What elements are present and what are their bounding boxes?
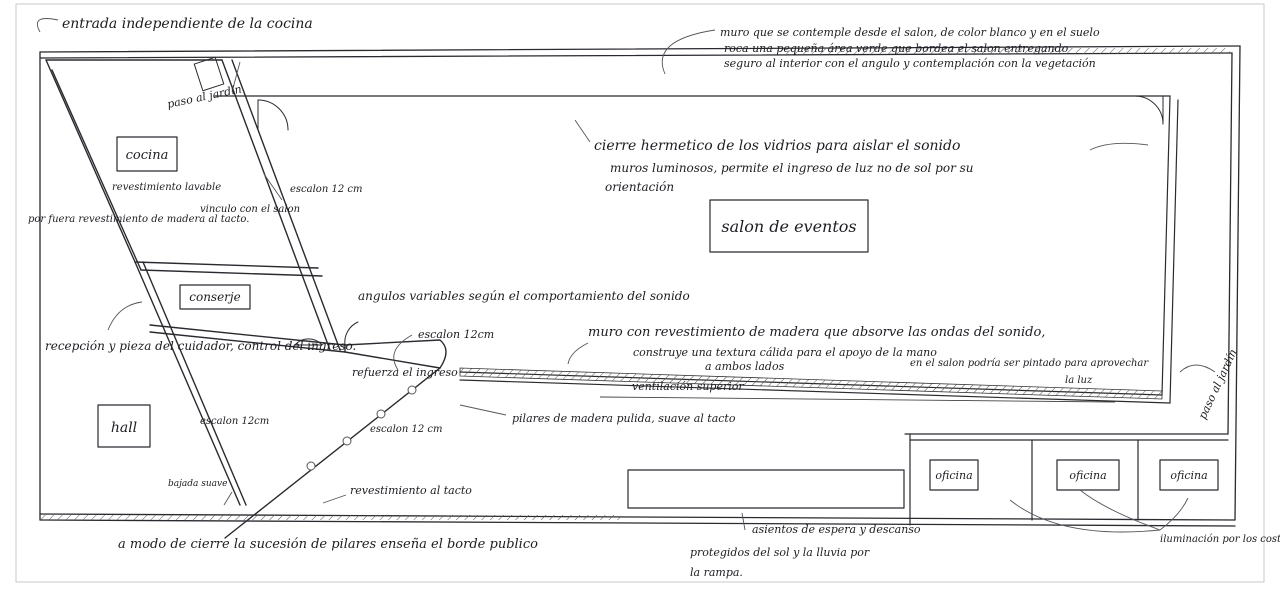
offices [627,433,1229,526]
label-escalon-12-b: escalon 12cm [418,328,494,341]
oficina-box-3 [1159,459,1219,491]
conserje-box [179,284,251,310]
bottom-wall-hatch [40,515,620,520]
kitchen-block [45,59,447,539]
label-escalon-12-c: escalon 12cm [200,416,269,427]
label-revest-tacto: revestimiento al tacto [350,484,472,497]
label-escalon-12-a: escalon 12 cm [290,184,362,195]
label-oficina-1: oficina [935,469,972,482]
label-refuerza: refuerza el ingreso [352,366,458,379]
top-wall-hatch [780,48,1230,54]
oficina-box-2 [1056,459,1120,491]
label-entrada: entrada independiente de la cocina [62,16,313,32]
label-muro-blanco-1: muro que se contemple desde el salon, de… [720,26,1100,39]
label-angulos: angulos variables según el comportamient… [358,289,690,303]
label-asientos-1: asientos de espera y descanso [752,523,921,536]
label-muro-madera-5: la luz [1065,375,1093,386]
label-escalon-12-d: escalon 12 cm [370,424,442,435]
salon-box [709,199,869,253]
label-recepcion: recepción y pieza del cuidador, control … [45,339,356,353]
label-iluminacion: iluminación por los costados [1160,534,1280,545]
oficina-box-1 [929,459,979,491]
label-muro-madera-1: muro con revestimiento de madera que abs… [588,325,1045,340]
label-paso-jardin-1: paso al jardín [166,82,243,110]
label-cocina: cocina [126,148,169,163]
label-oficina-3: oficina [1170,469,1207,482]
label-muro-blanco-3: seguro al interior con el angulo y conte… [724,57,1096,70]
outer-walls [39,45,1241,527]
pillars [306,385,417,471]
label-hall: hall [111,420,137,436]
annotations: entrada independiente de la cocina muro … [28,16,1280,579]
label-salon: salon de eventos [721,217,856,236]
label-paso-jardin-2: paso al jardín [1196,347,1240,421]
label-revestimiento-lavable: revestimiento lavable [112,182,221,193]
label-ventilacion: ventilación superior [632,380,744,393]
label-muro-madera-2: construye una textura cálida para el apo… [633,346,937,359]
sheet-border [15,3,1265,583]
label-bajada: bajada suave [168,479,227,489]
ventilation-line [599,396,1116,403]
wood-wall-hatch [459,367,1163,400]
label-muro-blanco-2: roca una pequeña área verde que bordea e… [724,42,1069,55]
label-modo-cierre: a modo de cierre la sucesión de pilares … [118,537,538,552]
label-por-fuera: por fuera revestimiento de madera al tac… [28,214,249,225]
label-cierre-3: orientación [605,180,674,194]
label-conserje: conserje [189,290,241,304]
annotation-arrows [36,18,1216,533]
hall-box [97,404,151,448]
cocina-box [116,136,178,172]
label-muro-madera-4: en el salon podría ser pintado para apro… [910,358,1149,369]
label-oficina-2: oficina [1069,469,1106,482]
label-boxes [97,136,1219,491]
door-swings [193,56,1164,346]
label-asientos-2: protegidos del sol y la lluvia por [690,546,870,559]
label-pilares: pilares de madera pulida, suave al tacto [512,412,736,425]
label-cierre-1: cierre hermetico de los vidrios para ais… [594,138,960,154]
label-cierre-2: muros luminosos, permite el ingreso de l… [610,161,974,175]
label-asientos-3: la rampa. [690,566,743,579]
label-vinculo-salon: vinculo con el salon [200,204,300,215]
label-muro-madera-3: a ambos lados [705,360,785,373]
